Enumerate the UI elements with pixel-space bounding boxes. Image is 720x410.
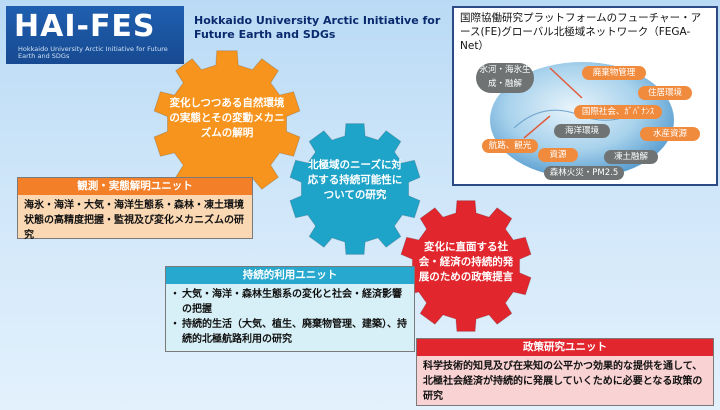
utilization-item-2: 持続的生活（大気、植生、廃棄物管理、建築）、持続的北極航路利用の研究 <box>170 317 408 347</box>
utilization-unit-box: 持続的利用ユニット 大気・海洋・森林生態系の変化と社会・経済影響の把握 持続的生… <box>165 266 415 352</box>
organization-line-1: Hokkaido University Arctic Initiative fo… <box>194 14 441 27</box>
topic-resources: 資源 <box>538 148 578 162</box>
topic-permafrost: 凍土融解 <box>604 150 658 164</box>
topic-glacier: 氷河・海氷生成・融解 <box>476 63 534 93</box>
logo-main-text: HAI-FES <box>14 9 156 44</box>
topic-ocean: 海洋環境 <box>554 124 610 138</box>
gear-red-text: 変化に直面する社会・経済の持続的発展のための政策提言 <box>418 241 514 283</box>
fega-net-panel: 国際協働研究プラットフォームのフューチャー・アース(FE)グローバル北極域ネット… <box>452 6 718 186</box>
gear-blue <box>289 123 421 255</box>
organization-line-2: Future Earth and SDGs <box>194 28 336 41</box>
gear-orange-text: 変化しつつある自然環境の実態とその変動メカニズムの解明 <box>169 97 285 139</box>
observation-unit-box: 観測・実態解明ユニット 海氷・海洋・大気・海洋生態系・森林・凍土環境状態の高精度… <box>17 177 253 241</box>
gear-red-body <box>400 200 532 332</box>
observation-unit-title: 観測・実態解明ユニット <box>18 178 252 195</box>
organization-name: Hokkaido University Arctic Initiative fo… <box>194 14 444 42</box>
fega-net-title: 国際協働研究プラットフォームのフューチャー・アース(FE)グローバル北極域ネット… <box>460 12 702 52</box>
utilization-unit-title: 持続的利用ユニット <box>166 267 414 284</box>
policy-unit-box: 政策研究ユニット 科学技術的知見及び在来知の公平かつ効果的な提供を通して、北極社… <box>416 338 714 406</box>
topic-fisheries: 水産資源 <box>640 127 700 141</box>
gear-blue-text: 北極域のニーズに対応する持続可能性についての研究 <box>307 159 403 201</box>
utilization-item-1: 大気・海洋・森林生態系の変化と社会・経済影響の把握 <box>170 287 408 317</box>
policy-unit-title: 政策研究ユニット <box>417 339 713 356</box>
hai-fes-logo: HAI-FES Hokkaido University Arctic Initi… <box>6 6 184 64</box>
arrow-line <box>523 115 551 139</box>
topic-wildfire: 森林火災・PM2.5 <box>544 166 624 180</box>
observation-unit-body: 海氷・海洋・大気・海洋生態系・森林・凍土環境状態の高精度把握・監視及び変化メカニ… <box>24 200 244 241</box>
gear-blue-body <box>289 123 421 255</box>
topic-shipping: 航路、観光 <box>482 139 538 153</box>
topic-housing: 住居環境 <box>638 86 692 100</box>
utilization-unit-body: 大気・海洋・森林生態系の変化と社会・経済影響の把握 持続的生活（大気、植生、廃棄… <box>166 284 414 350</box>
topic-waste: 廃棄物管理 <box>582 66 646 80</box>
gear-red <box>400 200 532 332</box>
policy-unit-body: 科学技術的知見及び在来知の公平かつ効果的な提供を通して、北極社会経済が持続的に発… <box>423 361 703 402</box>
logo-sub-text: Hokkaido University Arctic Initiative fo… <box>18 45 168 60</box>
arrow-line <box>549 67 583 99</box>
topic-governance: 国際社会、ｶﾞﾊﾞﾅﾝｽ <box>574 105 662 119</box>
